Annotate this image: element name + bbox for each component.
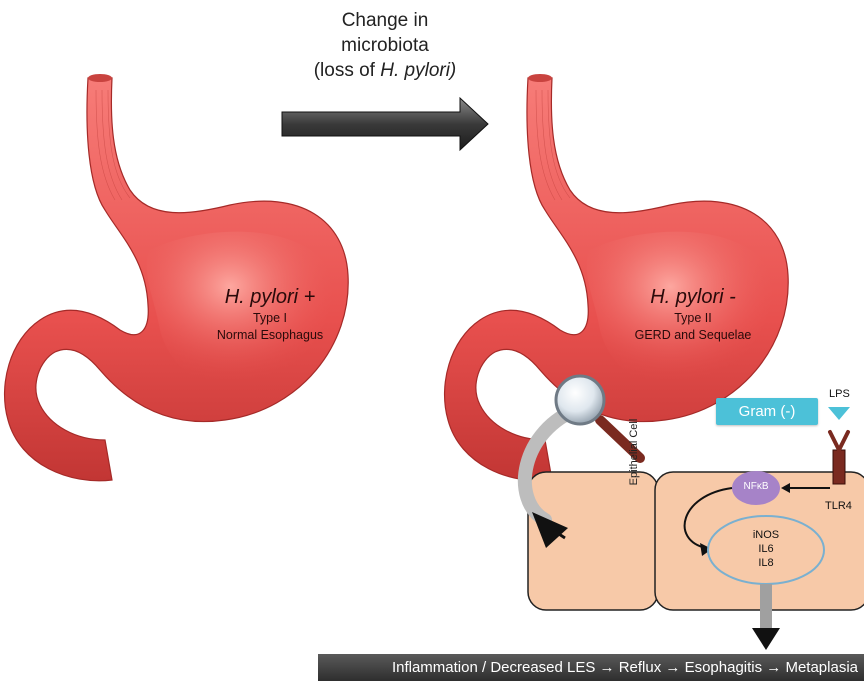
arrow-caption-line2: microbiota (270, 33, 500, 58)
down-arrow-shaft (760, 584, 772, 634)
arrow-caption-italic: H. pylori) (380, 60, 456, 81)
cytokine-list: iNOS IL6 IL8 (736, 528, 796, 570)
right-stomach-label: H. pylori - Type II GERD and Sequelae (618, 284, 768, 344)
arrow-caption-line3: (loss of H. pylori) (270, 58, 500, 83)
cytokine-il8: IL8 (736, 556, 796, 570)
arrow-caption-prefix: (loss of (314, 60, 381, 81)
transition-arrow (282, 98, 488, 150)
outcome-bar: Inflammation / Decreased LES → Reflux → … (318, 654, 864, 681)
gram-negative-bacteria-label: Gram (-) Bacteria (716, 398, 818, 425)
arrow-caption-line1: Change in (270, 8, 500, 33)
cytokine-il6: IL6 (736, 542, 796, 556)
lps-triangle (828, 407, 850, 420)
nfkb-label: NFκB (734, 481, 778, 492)
arrow-caption: Change in microbiota (loss of H. pylori) (270, 8, 500, 83)
down-arrow-head (752, 628, 780, 650)
left-stomach-title: H. pylori + (195, 284, 345, 310)
right-stomach-desc: GERD and Sequelae (618, 327, 768, 344)
right-stomach-title: H. pylori - (618, 284, 768, 310)
left-esophagus-opening (88, 74, 112, 82)
right-stomach-type: Type II (618, 310, 768, 327)
right-esophagus-opening (528, 74, 552, 82)
left-stomach-label: H. pylori + Type I Normal Esophagus (195, 284, 345, 344)
cytokine-inos: iNOS (736, 528, 796, 542)
tlr4-receptor (830, 432, 848, 484)
left-stomach-type: Type I (195, 310, 345, 327)
left-stomach-desc: Normal Esophagus (195, 327, 345, 344)
epithelial-cell-label: Epithelial Cell (628, 412, 642, 492)
lps-label: LPS (829, 388, 850, 400)
tlr4-label: TLR4 (825, 500, 852, 512)
